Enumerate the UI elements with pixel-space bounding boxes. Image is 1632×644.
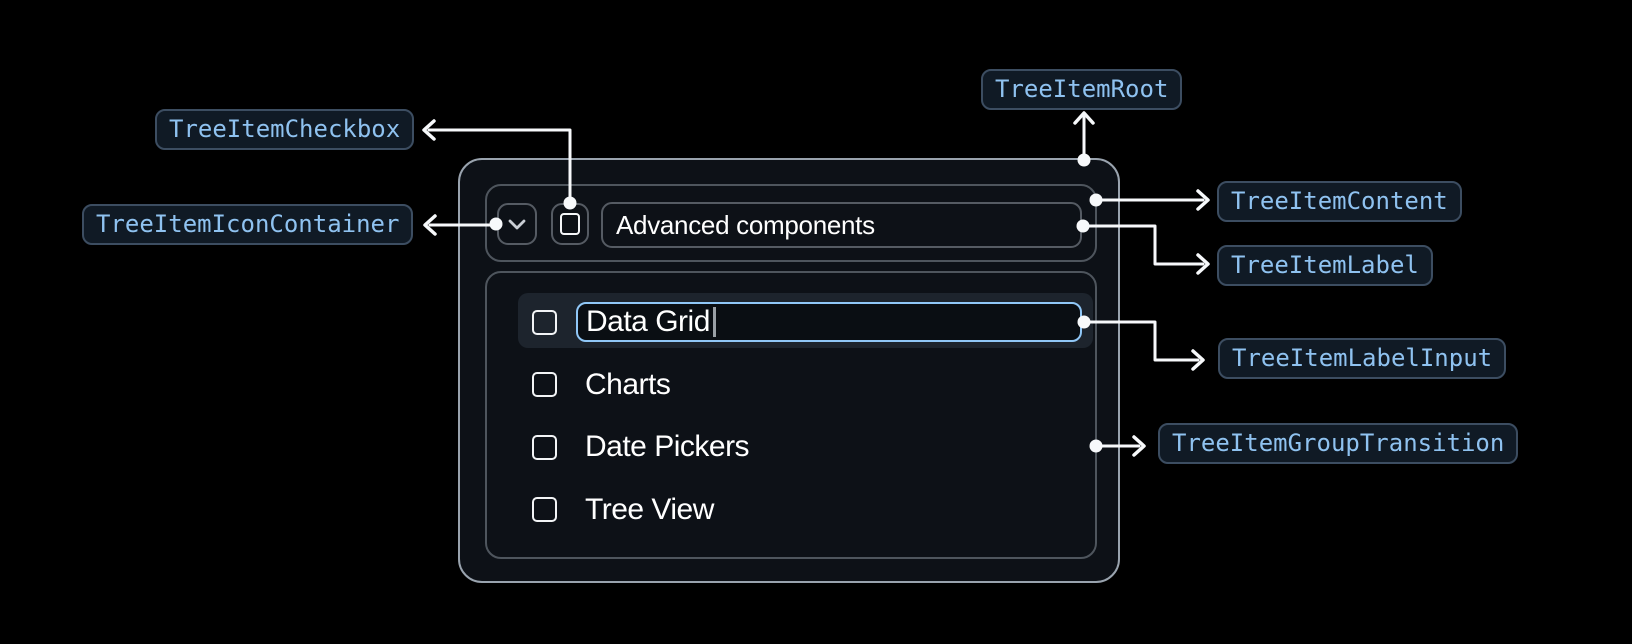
badge-tree-item-group-transition: TreeItemGroupTransition <box>1158 423 1519 464</box>
tree-item-label-input[interactable]: Data Grid <box>576 302 1082 342</box>
badge-tree-item-icon-container: TreeItemIconContainer <box>82 204 414 245</box>
tree-item-label: Advanced components <box>601 202 1082 248</box>
arrowhead-root <box>1073 111 1095 125</box>
tree-item-icon-container[interactable] <box>497 203 537 245</box>
chevron-down-icon <box>508 219 526 229</box>
tree-item-group-transition <box>485 271 1097 559</box>
item-label-date-pickers[interactable]: Date Pickers <box>585 430 750 463</box>
badge-tree-item-root: TreeItemRoot <box>981 69 1183 110</box>
label-input-value: Data Grid <box>586 305 710 338</box>
tree-item-checkbox[interactable] <box>551 203 589 245</box>
badge-tree-item-label-input: TreeItemLabelInput <box>1218 338 1507 379</box>
arrowhead-label <box>1196 253 1210 275</box>
arrowhead-content <box>1196 189 1210 211</box>
badge-tree-item-checkbox: TreeItemCheckbox <box>155 109 415 150</box>
item-label-charts[interactable]: Charts <box>585 368 671 401</box>
item-checkbox-date-pickers[interactable] <box>532 435 557 460</box>
arrowhead-checkbox <box>422 119 436 141</box>
tree-item-content[interactable] <box>485 184 1097 262</box>
tree-item-root <box>458 158 1120 583</box>
item-checkbox-charts[interactable] <box>532 372 557 397</box>
item-checkbox-data-grid[interactable] <box>532 310 557 335</box>
item-label-tree-view[interactable]: Tree View <box>585 493 714 526</box>
text-cursor <box>712 307 716 337</box>
parent-label-text: Advanced components <box>616 209 875 240</box>
arrowhead-icon-container <box>423 214 437 236</box>
checkbox-unchecked-icon <box>560 213 580 235</box>
arrowhead-group-transition <box>1132 435 1146 457</box>
arrowhead-label-input <box>1191 349 1205 371</box>
item-checkbox-tree-view[interactable] <box>532 497 557 522</box>
badge-tree-item-content: TreeItemContent <box>1217 181 1462 222</box>
badge-tree-item-label: TreeItemLabel <box>1217 245 1433 286</box>
